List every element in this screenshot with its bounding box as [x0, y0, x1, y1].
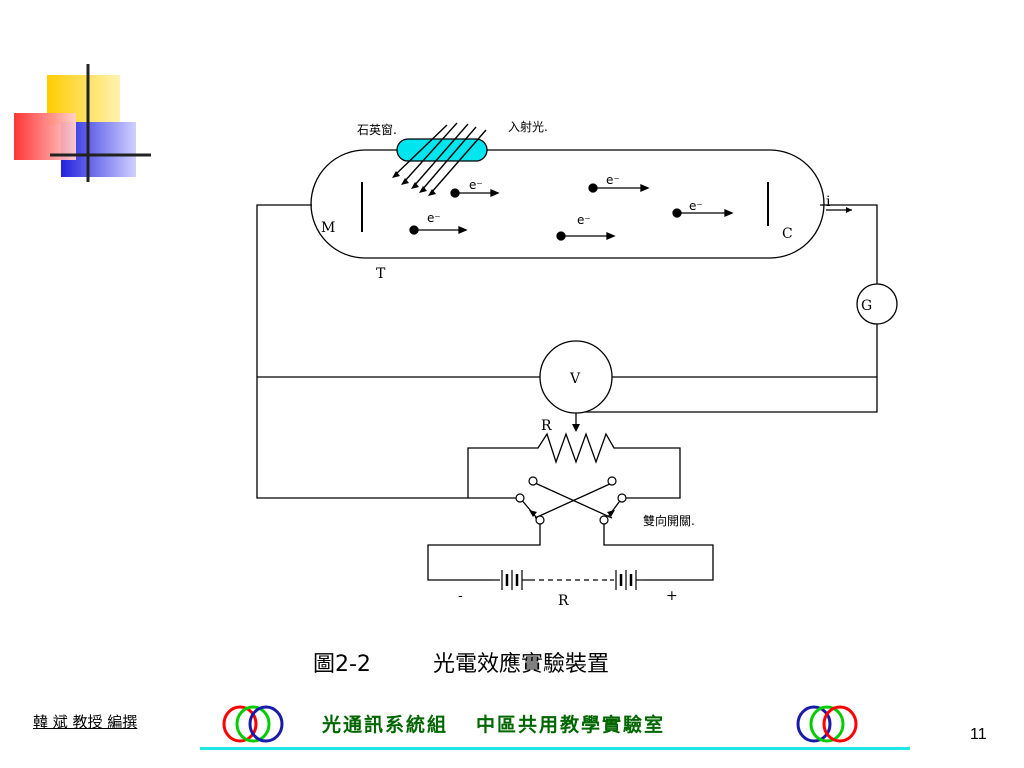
switch-terminal — [599, 515, 609, 525]
voltmeter — [539, 340, 613, 414]
rheostat — [467, 432, 681, 499]
quartz-window — [396, 138, 488, 162]
footer-lab-name: 光通訊系統組 中區共用教學實驗室 — [322, 710, 665, 737]
page-number: 11 — [970, 726, 987, 743]
label-incident-light: 入射光. — [508, 120, 548, 134]
label-rheostat: R — [541, 418, 552, 434]
electron-arrowhead — [458, 226, 468, 234]
electron-arrowhead — [606, 232, 616, 240]
switch-terminal — [607, 476, 617, 486]
wire-right — [820, 204, 878, 284]
footer-lab-right: 中區共用教學實驗室 — [476, 714, 666, 736]
footer-author: 韓 斌 教授 編撰 — [33, 713, 138, 731]
electron-label: e⁻ — [577, 213, 591, 227]
switch-terminal — [617, 493, 627, 503]
battery-left — [492, 570, 530, 590]
label-electrode-c: C — [782, 226, 793, 242]
battery-wire-right — [603, 522, 714, 581]
label-quartz-window: 石英窗. — [357, 123, 397, 137]
wire-left — [256, 204, 468, 499]
wire-to-rheostat — [575, 377, 878, 426]
label-current: i — [826, 194, 831, 210]
switch-terminal — [535, 515, 545, 525]
label-voltmeter: V — [570, 371, 581, 387]
battery-wire-left — [427, 522, 541, 581]
electron-label: e⁻ — [427, 211, 441, 225]
figure-caption: 圖2-2 光電效應實驗裝置 — [313, 646, 609, 678]
electron-label: e⁻ — [469, 178, 483, 192]
caption-number: 圖2-2 — [313, 652, 371, 677]
electron-arrowhead — [640, 184, 650, 192]
label-galvanometer: G — [861, 298, 873, 314]
switch-terminal — [515, 493, 525, 503]
footer-divider — [200, 747, 910, 750]
rings-logo-right — [796, 705, 858, 743]
vacuum-tube — [310, 149, 825, 259]
battery-right — [610, 570, 644, 590]
label-minus: - — [458, 588, 463, 604]
electron-arrowhead — [724, 209, 734, 217]
switch-terminal — [528, 476, 538, 486]
electron-label: e⁻ — [606, 173, 620, 187]
galvanometer — [856, 283, 898, 325]
corner-decoration — [14, 64, 151, 182]
switch-cross-2 — [534, 482, 613, 519]
footer-lab-left: 光通訊系統組 — [322, 714, 449, 736]
label-electrode-m: M — [321, 220, 336, 236]
label-battery-resistor: R — [558, 593, 569, 609]
electron-arrowhead — [490, 189, 500, 197]
label-reversing-switch: 雙向開關. — [643, 514, 695, 528]
label-plus: + — [666, 588, 678, 604]
label-tube: T — [376, 266, 386, 282]
electron-label: e⁻ — [689, 199, 703, 213]
rings-logo-left — [222, 705, 284, 743]
caption-text: 光電效應實驗裝置 — [432, 652, 609, 677]
